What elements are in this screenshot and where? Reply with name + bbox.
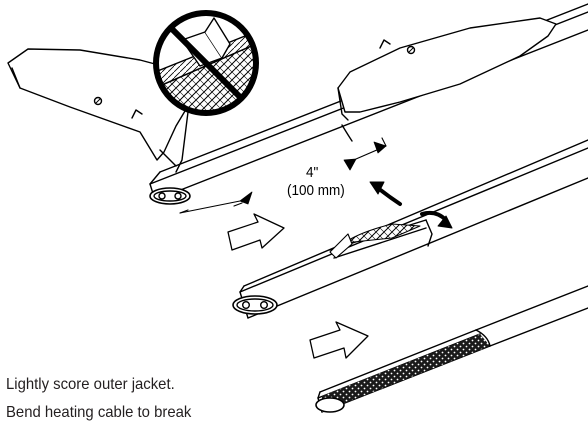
step-2-text: Bend heating cable to break <box>6 404 192 421</box>
cable-end-2 <box>232 295 278 315</box>
cable-stage-3 <box>315 285 588 413</box>
cable-end-1 <box>149 187 191 205</box>
dimension-metric: (100 mm) <box>287 182 345 199</box>
cable-stage-2 <box>232 139 588 319</box>
utility-knife-right-icon <box>337 17 557 121</box>
block-arrow-icon-2 <box>309 321 369 359</box>
bend-arrows-icon <box>369 181 453 229</box>
prohibition-sign-icon <box>153 10 259 116</box>
dimension-inches: 4" <box>306 164 319 181</box>
dimension-marker <box>179 137 387 214</box>
step-1-text: Lightly score outer jacket. <box>6 376 175 393</box>
block-arrow-icon <box>227 213 285 251</box>
